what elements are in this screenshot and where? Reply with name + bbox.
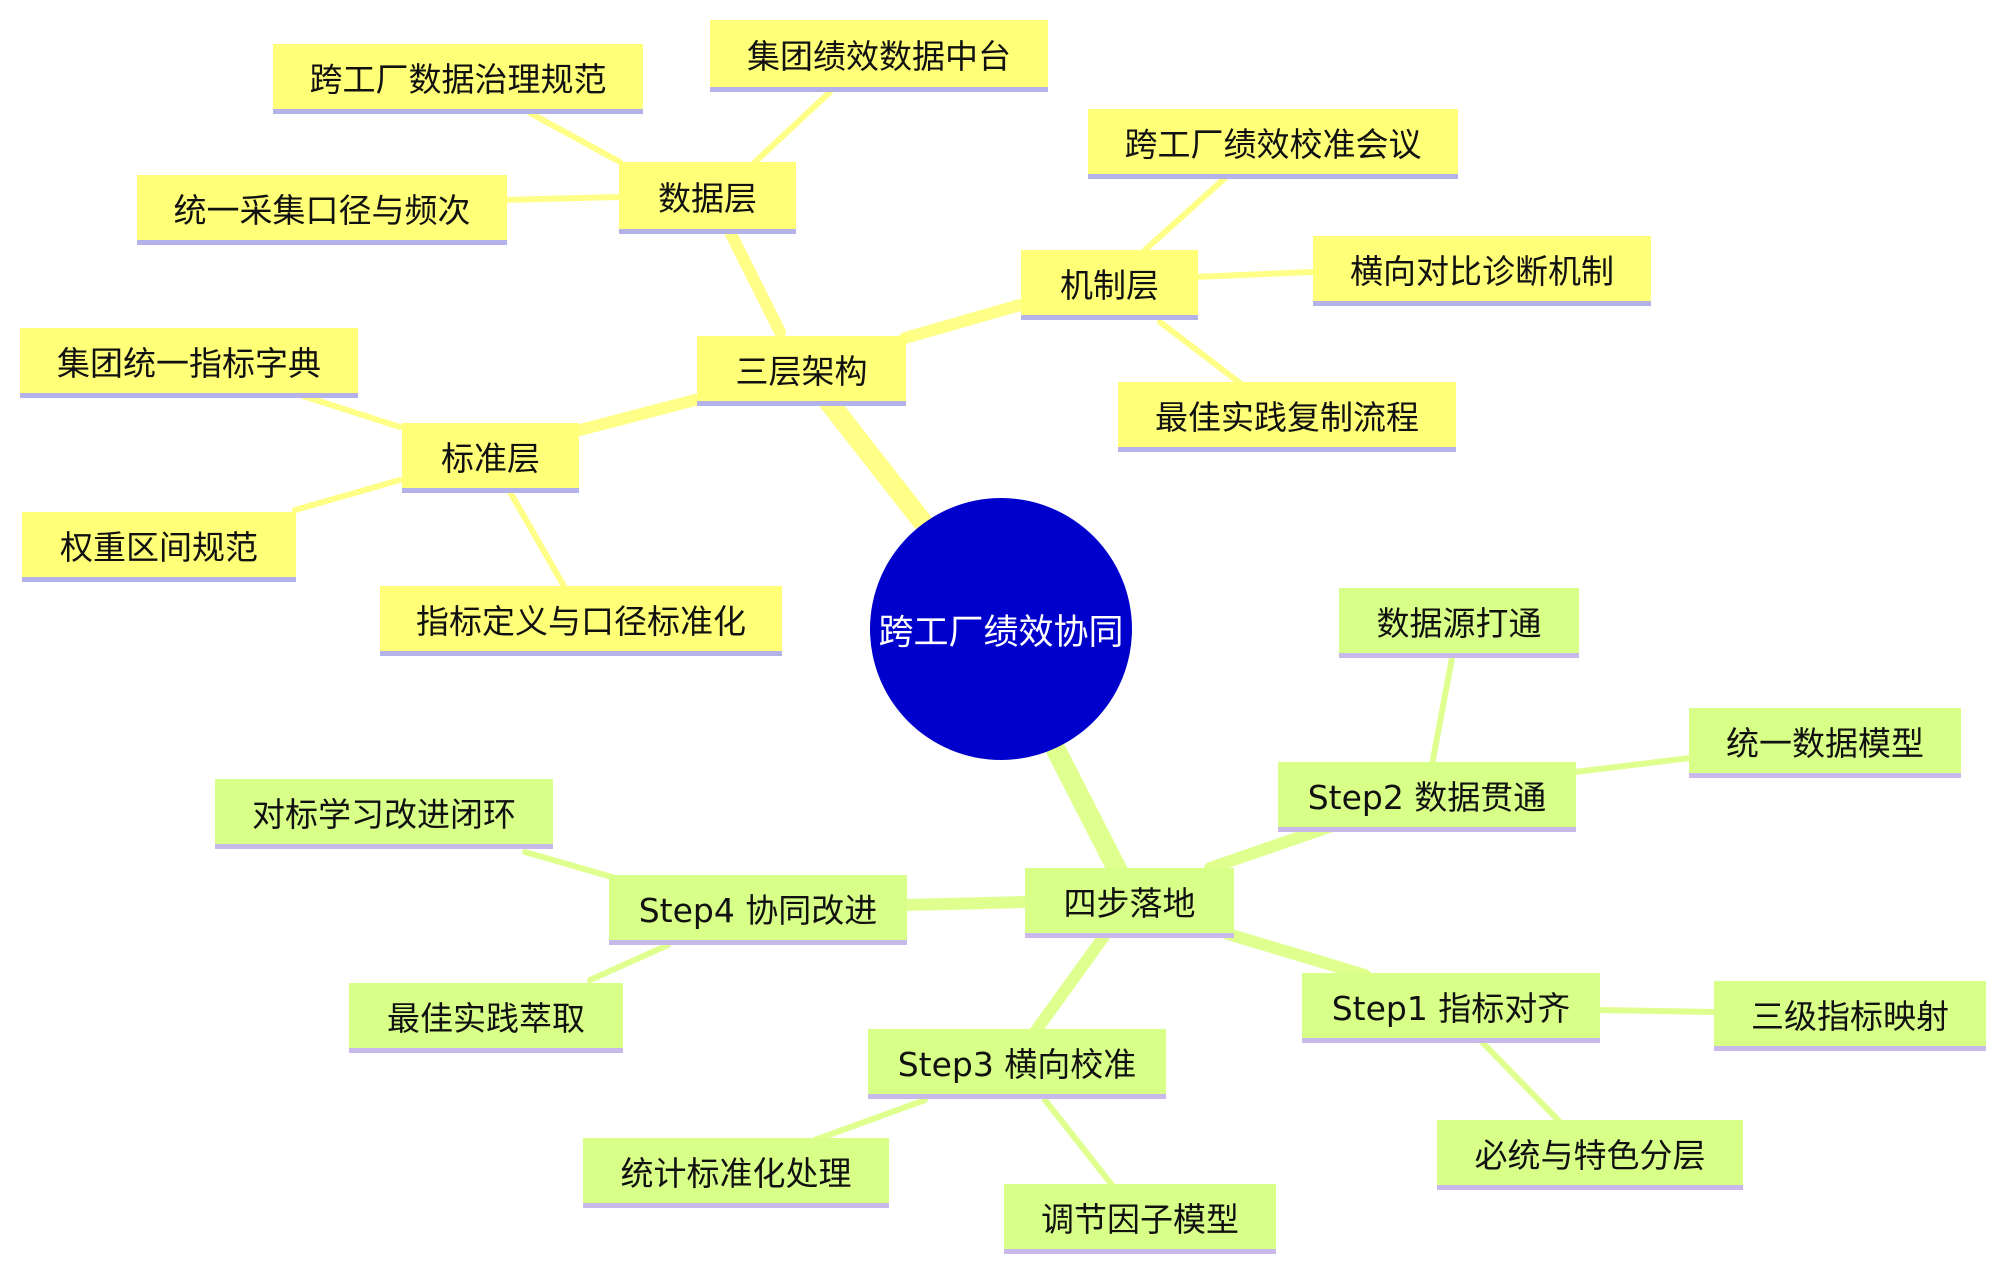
leaf-mechanism-replication-label: 最佳实践复制流程 [1155,397,1419,437]
link-mechanism-replication [1157,319,1243,386]
leaf-step3-statistics[interactable]: 统计标准化处理 [583,1138,889,1208]
link-architecture-standard [574,394,701,436]
link-root-steps [1045,738,1130,885]
leaf-step2-sources[interactable]: 数据源打通 [1339,588,1579,658]
leaf-mechanism-calibration-label: 跨工厂绩效校准会议 [1124,124,1422,164]
link-step4-benchmark [522,849,615,880]
link-step3-factor [1042,1097,1115,1188]
leaf-data-platform[interactable]: 集团绩效数据中台 [710,20,1048,92]
leaf-step3-statistics-label: 统计标准化处理 [620,1153,852,1193]
leaf-mechanism-diagnosis-label: 横向对比诊断机制 [1350,251,1614,291]
leaf-data-collection[interactable]: 统一采集口径与频次 [137,175,507,245]
link-step2-model [1572,755,1693,775]
link-architecture-data [724,226,786,338]
link-data-governance [527,110,623,165]
leaf-data-collection-label: 统一采集口径与频次 [173,190,471,230]
leaf-step2-model-label: 统一数据模型 [1726,723,1924,763]
link-steps-step1 [1222,928,1371,981]
root-label: 跨工厂绩效协同 [878,612,1124,653]
leaf-step4-extraction[interactable]: 最佳实践萃取 [349,983,623,1053]
step1-node[interactable]: Step1 指标对齐 [1302,973,1600,1043]
leaf-step4-benchmark-label: 对标学习改进闭环 [252,794,516,834]
branch-steps[interactable]: 四步落地 [1025,868,1234,938]
layer-mechanism-label: 机制层 [1060,265,1159,305]
link-mechanism-calibration [1142,175,1228,253]
branch-steps-label: 四步落地 [1063,883,1196,923]
branch-architecture[interactable]: 三层架构 [697,336,906,406]
step3-label: Step3 横向校准 [897,1044,1137,1084]
link-step1-layering [1479,1039,1563,1125]
link-step1-mapping [1594,1007,1718,1015]
leaf-data-governance-label: 跨工厂数据治理规范 [309,59,607,99]
leaf-step1-layering-label: 必统与特色分层 [1474,1135,1706,1175]
leaf-mechanism-replication[interactable]: 最佳实践复制流程 [1118,382,1456,452]
link-mechanism-diagnosis [1192,269,1315,280]
leaf-data-governance[interactable]: 跨工厂数据治理规范 [273,44,643,114]
link-steps-step2 [1204,819,1341,874]
leaf-standard-definition[interactable]: 指标定义与口径标准化 [380,586,782,656]
link-step2-sources [1429,655,1455,768]
link-standard-weight [292,477,403,513]
layer-standard[interactable]: 标准层 [402,423,579,493]
step4-label: Step4 协同改进 [638,890,878,930]
link-step3-statistics [812,1097,928,1143]
link-standard-dictionary [297,392,403,430]
leaf-step2-sources-label: 数据源打通 [1376,603,1542,643]
step4-node[interactable]: Step4 协同改进 [609,875,907,945]
branch-architecture-label: 三层架构 [735,351,868,391]
step2-label: Step2 数据贯通 [1307,777,1547,817]
link-data-collection [502,194,621,203]
leaf-step2-model[interactable]: 统一数据模型 [1689,708,1961,778]
link-steps-step3 [1029,929,1111,1038]
leaf-step1-mapping-label: 三级指标映射 [1751,996,1949,1036]
leaf-mechanism-diagnosis[interactable]: 横向对比诊断机制 [1313,236,1651,306]
leaf-standard-dictionary-label: 集团统一指标字典 [57,343,321,383]
layer-mechanism[interactable]: 机制层 [1021,250,1198,320]
leaf-step4-extraction-label: 最佳实践萃取 [387,998,585,1038]
root-node[interactable]: 跨工厂绩效协同 [870,498,1132,760]
step1-label: Step1 指标对齐 [1331,988,1571,1028]
link-steps-step4 [899,896,1031,911]
leaf-standard-dictionary[interactable]: 集团统一指标字典 [20,328,358,398]
leaf-step1-mapping[interactable]: 三级指标映射 [1714,981,1986,1051]
layer-standard-label: 标准层 [441,438,540,478]
link-step4-extraction [587,942,671,983]
leaf-data-platform-label: 集团绩效数据中台 [747,36,1011,76]
layer-data[interactable]: 数据层 [619,162,796,234]
leaf-standard-weight[interactable]: 权重区间规范 [22,512,296,582]
link-standard-definition [507,489,568,591]
link-data-platform [752,89,833,165]
step3-node[interactable]: Step3 横向校准 [868,1029,1166,1099]
leaf-step3-factor-label: 调节因子模型 [1041,1199,1239,1239]
leaf-step4-benchmark[interactable]: 对标学习改进闭环 [215,779,553,849]
link-architecture-mechanism [899,299,1026,344]
leaf-standard-definition-label: 指标定义与口径标准化 [416,601,746,641]
leaf-step1-layering[interactable]: 必统与特色分层 [1437,1120,1743,1190]
step2-node[interactable]: Step2 数据贯通 [1278,762,1576,832]
leaf-step3-factor[interactable]: 调节因子模型 [1004,1184,1276,1254]
leaf-standard-weight-label: 权重区间规范 [60,527,258,567]
layer-data-label: 数据层 [658,178,757,218]
leaf-mechanism-calibration[interactable]: 跨工厂绩效校准会议 [1088,109,1458,179]
